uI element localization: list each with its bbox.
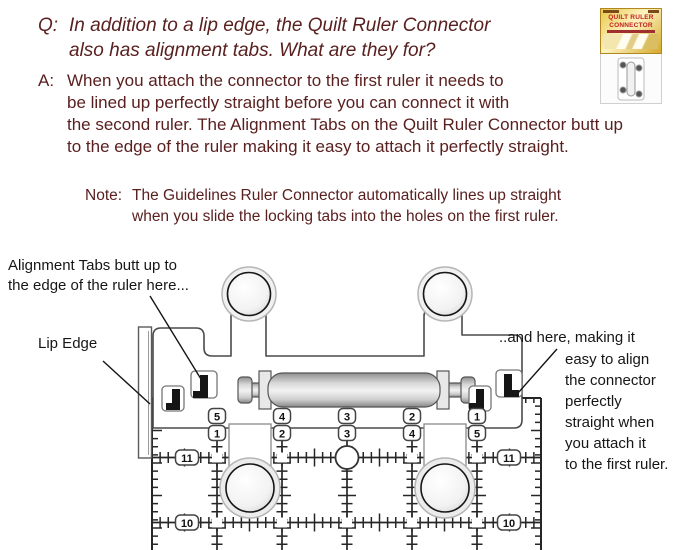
lower-knob-left <box>219 423 281 519</box>
ruler-numbers: 5 4 3 2 1 1 2 3 4 5 11 11 10 10 <box>174 407 522 531</box>
ruler-number: 3 <box>344 429 350 441</box>
question-line: also has alignment tabs. What are they f… <box>69 40 436 61</box>
question-line: In addition to a lip edge, the Quilt Rul… <box>69 15 491 36</box>
answer-line: When you attach the connector to the fir… <box>67 71 504 90</box>
answer-block: A: When you attach the connector to the … <box>38 70 623 158</box>
ruler-number: 10 <box>503 518 515 530</box>
ruler-number: 5 <box>214 412 220 424</box>
annotation-line: perfectly <box>565 393 622 410</box>
annotation-line: you attach it <box>565 435 646 452</box>
alignment-tabs <box>161 369 523 412</box>
leader-right-tabs <box>517 348 558 394</box>
connector-body <box>152 309 523 429</box>
package-title-line2: CONNECTOR <box>609 21 653 29</box>
package-header-label: QUILT RULER CONNECTOR <box>600 8 662 54</box>
annotation-lip-edge: Lip Edge <box>38 335 98 352</box>
lower-knob-right <box>414 423 476 519</box>
note-text: The Guidelines Ruler Connector automatic… <box>132 186 561 227</box>
package-title-line1: QUILT RULER <box>608 14 654 21</box>
ruler-number: 4 <box>409 429 416 441</box>
package-ruler-art <box>604 34 658 49</box>
question-label: Q: <box>38 15 59 36</box>
ruler-number: 1 <box>474 412 480 424</box>
annotation-line: the connector <box>565 372 656 389</box>
answer-line: to the edge of the ruler making it easy … <box>67 137 569 156</box>
ruler-number: 2 <box>409 412 415 424</box>
center-hole <box>334 445 360 470</box>
connector-product-icon <box>617 57 645 100</box>
annotation-and-here-rest: easy to align the connector perfectly st… <box>565 349 668 475</box>
note-block: Note: The Guidelines Ruler Connector aut… <box>85 186 561 227</box>
ruler-number: 5 <box>474 429 480 441</box>
leader-left-tabs <box>149 295 205 385</box>
annotation-alignment-tabs: Alignment Tabs butt up to the edge of th… <box>8 256 189 296</box>
question-block: Q: In addition to a lip edge, the Quilt … <box>38 13 490 63</box>
note-line: The Guidelines Ruler Connector automatic… <box>132 187 562 204</box>
annotation-and-here-line1: ..and here, making it <box>499 329 635 346</box>
answer-line: be lined up perfectly straight before yo… <box>67 93 510 112</box>
annotation-line: easy to align <box>565 351 650 368</box>
annotation-line: straight when <box>565 414 655 431</box>
leader-lines <box>102 295 558 405</box>
annotation-line: the edge of the ruler here... <box>8 277 189 294</box>
answer-text: When you attach the connector to the fir… <box>67 70 623 158</box>
package-blister <box>600 54 662 104</box>
ruler-number: 2 <box>279 429 285 441</box>
ruler-number: 4 <box>279 412 286 424</box>
alignment-tab-right-lower <box>469 389 484 410</box>
top-knob-right <box>417 266 473 322</box>
ruler-number: 3 <box>344 412 350 424</box>
annotation-line: to the first ruler. <box>565 456 669 473</box>
answer-label: A: <box>38 71 55 90</box>
note-label: Note: <box>85 187 123 204</box>
ruler-number: 11 <box>181 453 193 465</box>
slide-lock-bar <box>237 370 476 410</box>
ruler-number: 11 <box>503 453 515 465</box>
package-tagline-decor <box>607 30 655 33</box>
package-topstrip-decor <box>603 10 659 13</box>
product-package-image: QUILT RULER CONNECTOR <box>600 8 662 106</box>
alignment-tab-left-lower <box>166 389 180 410</box>
annotation-line: Alignment Tabs butt up to <box>8 257 177 274</box>
alignment-tab-left-upper <box>193 375 208 398</box>
leader-lip-edge <box>102 360 151 405</box>
lip-edge-bar <box>137 326 153 459</box>
note-line: when you slide the locking tabs into the… <box>132 207 559 225</box>
alignment-tab-right-upper <box>504 374 519 397</box>
answer-line: the second ruler. The Alignment Tabs on … <box>67 115 623 134</box>
question-text: In addition to a lip edge, the Quilt Rul… <box>69 13 490 63</box>
ruler-number: 10 <box>181 518 193 530</box>
top-knob-left <box>221 266 277 322</box>
ruler-number: 1 <box>214 429 220 441</box>
